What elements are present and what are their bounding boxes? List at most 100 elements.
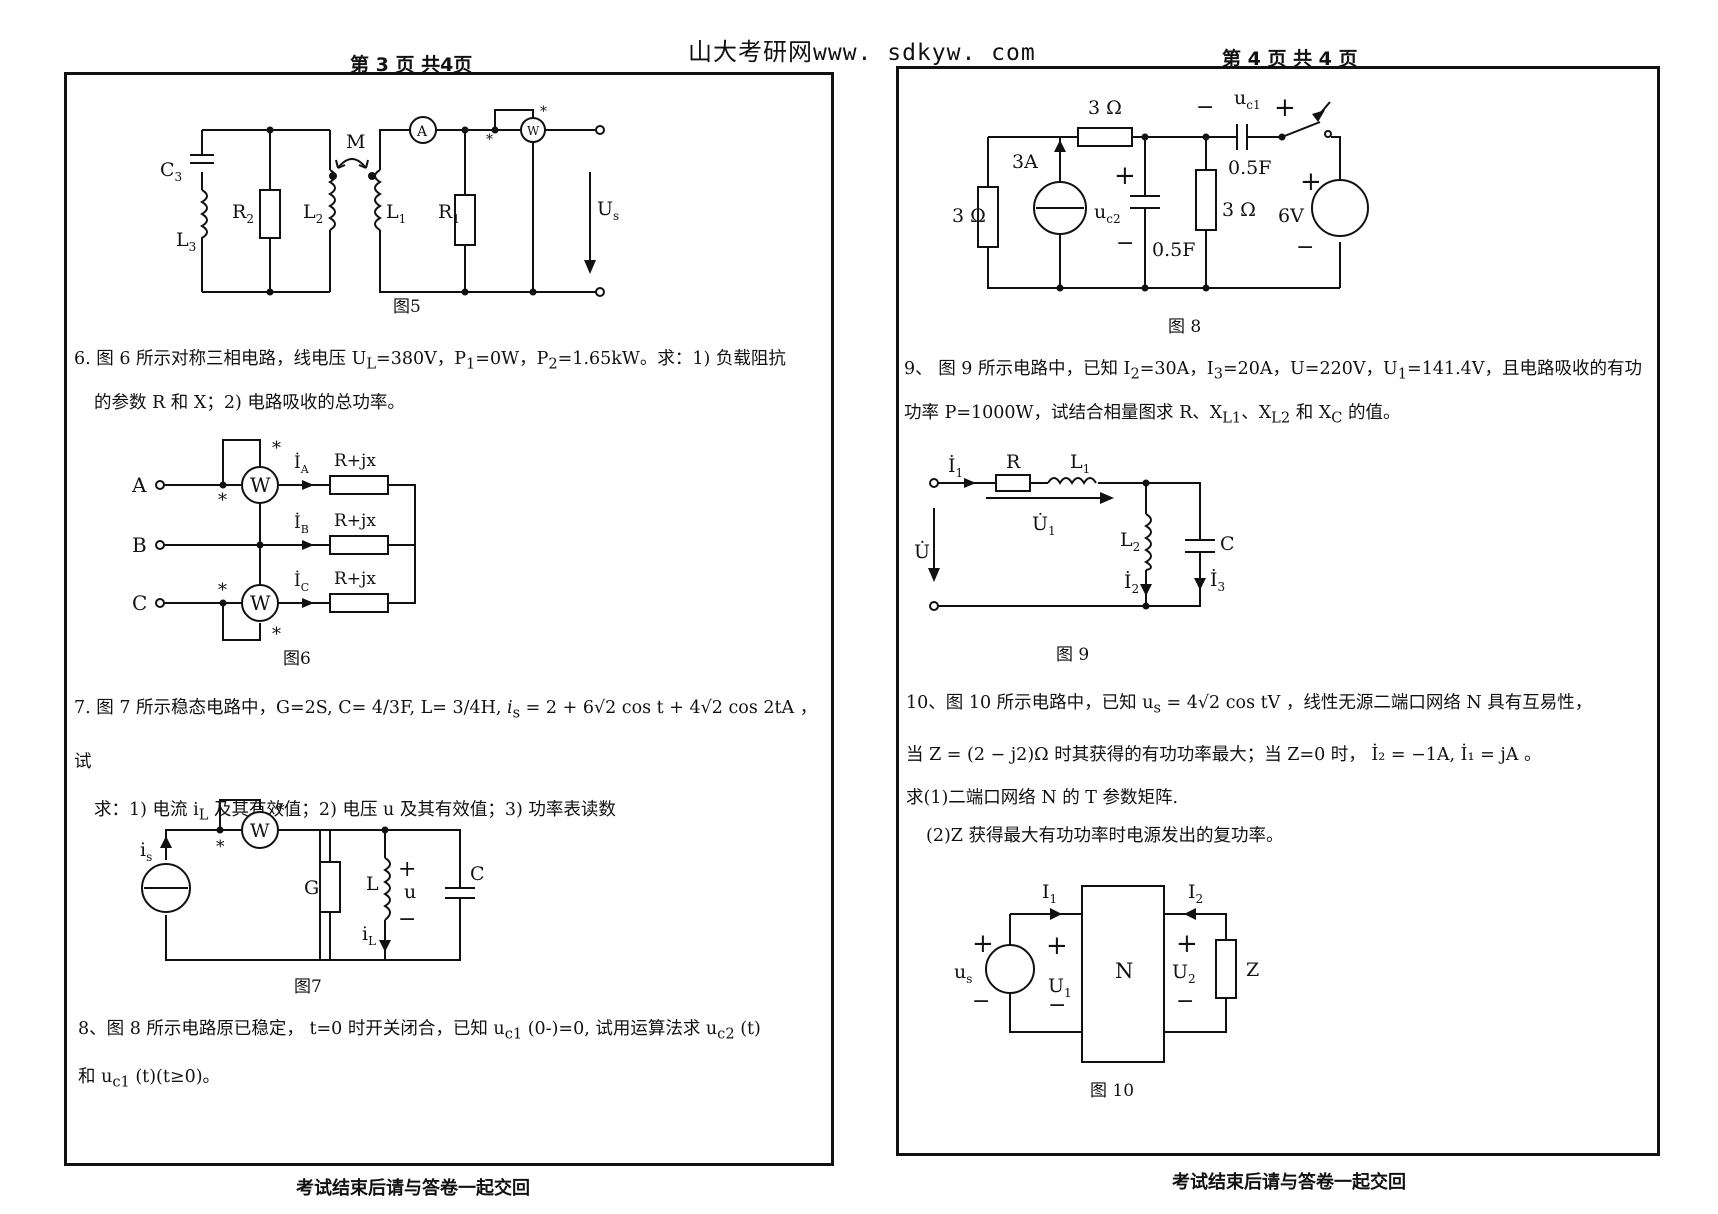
fig7-g-label: G: [304, 877, 319, 899]
figure-8-circuit: 3 Ω 3 Ω 3 Ω 3A − uc1 + 0.5F + uc2 − 0.5F…: [952, 87, 1369, 337]
fig6-c-label: C: [132, 591, 147, 615]
question-10: 10、图 10 所示电路中，已知 us = 4√2 cos tV ，线性无源二端…: [906, 693, 1593, 846]
fig8-uc1-label: uc1: [1234, 87, 1261, 112]
question-6: 6. 图 6 所示对称三相电路，线电压 UL=380V，P1=0W，P2=1.6…: [74, 349, 786, 413]
fig9-c-label: C: [1220, 533, 1235, 555]
wattmeter-c-icon: W: [250, 591, 271, 615]
fig9-r-label: R: [1006, 451, 1021, 473]
fig5-l1-label: L1: [386, 201, 406, 226]
fig6-b-label: B: [132, 533, 147, 557]
fig9-l2-label: L2: [1120, 529, 1140, 554]
fig8-minus: −: [1296, 235, 1314, 260]
fig10-minus: −: [1048, 993, 1066, 1018]
ammeter-icon: A: [416, 124, 428, 140]
fig10-i2-label: I2: [1188, 881, 1203, 906]
fig8-c2-label: 0.5F: [1152, 239, 1195, 261]
left-page-frame: [64, 72, 834, 1166]
left-page-footer: 考试结束后请与答卷一起交回: [296, 1178, 530, 1199]
fig10-plus: +: [1176, 929, 1198, 959]
fig5-star-1: *: [486, 132, 493, 148]
right-page-frame: [896, 66, 1660, 1156]
fig10-minus: −: [972, 989, 990, 1014]
fig5-r1-label: R1: [438, 201, 460, 226]
fig7-wattmeter-icon: W: [250, 820, 270, 842]
fig6-ia-label: İA: [294, 452, 310, 476]
question-8: 8、图 8 所示电路原已稳定， t=0 时开关闭合，已知 uc1 (0-)=0,…: [78, 1019, 761, 1090]
fig7-is-label: is: [140, 839, 152, 864]
fig9-i2-label: İ2: [1124, 570, 1139, 596]
fig6-star: *: [272, 624, 281, 645]
fig8-plus: +: [1274, 93, 1296, 123]
fig8-current-source: 3A: [1012, 151, 1038, 173]
fig6-star: *: [272, 438, 281, 459]
fig8-uc2-label: uc2: [1094, 201, 1121, 226]
fig10-us-label: us: [954, 961, 972, 986]
fig8-caption: 图 8: [1168, 317, 1201, 337]
fig8-r-left: 3 Ω: [952, 205, 986, 227]
wattmeter-icon: W: [527, 124, 540, 138]
fig8-plus: +: [1114, 161, 1136, 191]
fig5-r2-label: R2: [232, 201, 254, 226]
fig10-n-label: N: [1115, 959, 1133, 983]
fig8-r-mid: 3 Ω: [1222, 199, 1256, 221]
fig6-star: *: [218, 490, 227, 511]
fig8-plus: +: [1300, 167, 1322, 197]
figure-7-circuit: is W * * G L + u − iL C 图7: [140, 799, 485, 997]
fig10-caption: 图 10: [1090, 1081, 1134, 1101]
fig6-a-label: A: [131, 473, 147, 497]
fig9-i3-label: İ3: [1210, 568, 1225, 594]
fig5-c3-label: C3: [160, 159, 182, 184]
fig8-c1-label: 0.5F: [1228, 157, 1271, 179]
fig7-caption: 图7: [294, 977, 322, 997]
fig9-i1-label: İ1: [948, 454, 963, 480]
fig10-i1-label: I1: [1042, 881, 1057, 906]
fig7-star: *: [216, 837, 225, 857]
left-page-header: 第 3 页 共4页: [350, 54, 473, 76]
fig5-l2-label: L2: [303, 201, 323, 226]
fig7-il-label: iL: [362, 923, 376, 948]
figure-10-circuit: I1 I2 + us − + U1 − N + U2 − Z 图 10: [954, 881, 1259, 1101]
fig6-load-a: R+jx: [334, 451, 376, 471]
fig6-load-c: R+jx: [334, 569, 376, 589]
fig10-minus: −: [1176, 989, 1194, 1014]
figure-9-circuit: İ1 R L1 U̇1 U̇ L2 C İ2 İ3 图 9: [914, 451, 1235, 665]
fig9-l1-label: L1: [1070, 451, 1090, 476]
fig7-minus: −: [398, 907, 416, 932]
fig6-load-b: R+jx: [334, 511, 376, 531]
fig8-minus: −: [1116, 231, 1134, 256]
fig6-star: *: [218, 580, 227, 601]
fig7-c-label: C: [470, 863, 485, 885]
fig10-plus: +: [1046, 931, 1068, 961]
fig5-us-label: Us: [597, 198, 619, 223]
fig5-l3-label: L3: [176, 229, 196, 254]
question-7: 7. 图 7 所示稳态电路中，G=2S, C= 4/3F, L= 3/4H, i…: [74, 698, 818, 823]
fig6-ic-label: İC: [294, 570, 309, 594]
fig7-star: *: [276, 801, 285, 821]
fig6-caption: 图6: [283, 649, 311, 669]
fig10-z-label: Z: [1246, 959, 1259, 981]
figure-5-circuit: C3 L3 R2 L2 M L1 R1 A W * * Us 图5: [160, 104, 619, 317]
fig8-r-top: 3 Ω: [1088, 97, 1122, 119]
figure-6-circuit: A B C W W * * * * İA İB İC R+jx R+jx R+j…: [131, 438, 416, 669]
fig5-m-label: M: [346, 131, 365, 153]
fig7-u-label: u: [404, 881, 416, 903]
fig7-plus: +: [398, 857, 416, 882]
fig10-u1-label: U1: [1048, 975, 1072, 1000]
site-banner: 山大考研网www. sdkyw. com: [688, 32, 1036, 67]
fig8-minus: −: [1196, 95, 1214, 120]
fig7-l-label: L: [366, 873, 379, 895]
site-url[interactable]: www. sdkyw. com: [813, 40, 1036, 66]
fig9-u-label: U̇: [914, 541, 930, 563]
fig5-star-2: *: [540, 104, 547, 120]
fig9-u1-label: U̇1: [1032, 513, 1056, 538]
fig5-caption: 图5: [393, 297, 421, 317]
fig8-v-label: 6V: [1278, 205, 1304, 227]
fig9-caption: 图 9: [1056, 645, 1089, 665]
right-page-header: 第 4 页 共 4 页: [1222, 48, 1358, 70]
fig6-ib-label: İB: [294, 512, 309, 536]
fig10-u2-label: U2: [1172, 961, 1196, 986]
wattmeter-a-icon: W: [250, 473, 271, 497]
site-title: 山大考研网: [688, 38, 813, 66]
right-page-footer: 考试结束后请与答卷一起交回: [1172, 1172, 1406, 1193]
question-9: 9、 图 9 所示电路中，已知 I2=30A，I3=20A，U=220V，U1=…: [904, 359, 1642, 426]
